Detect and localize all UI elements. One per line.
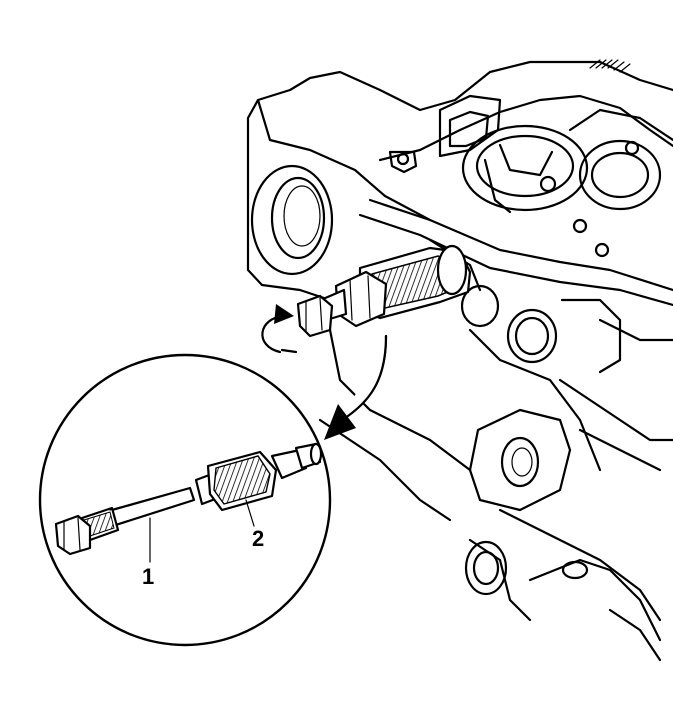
detail-circle: 1 2	[38, 353, 332, 647]
rotation-arrow	[261, 304, 298, 354]
installed-tool	[296, 244, 472, 338]
tool-part-1-bolt	[54, 486, 196, 556]
engine-block	[246, 59, 673, 662]
callout-label-2: 2	[252, 526, 264, 551]
callout-label-1: 1	[142, 564, 154, 589]
detail-arrow	[324, 334, 388, 440]
tool-part-2-remover	[194, 442, 323, 512]
callout-leader-2	[245, 499, 255, 527]
